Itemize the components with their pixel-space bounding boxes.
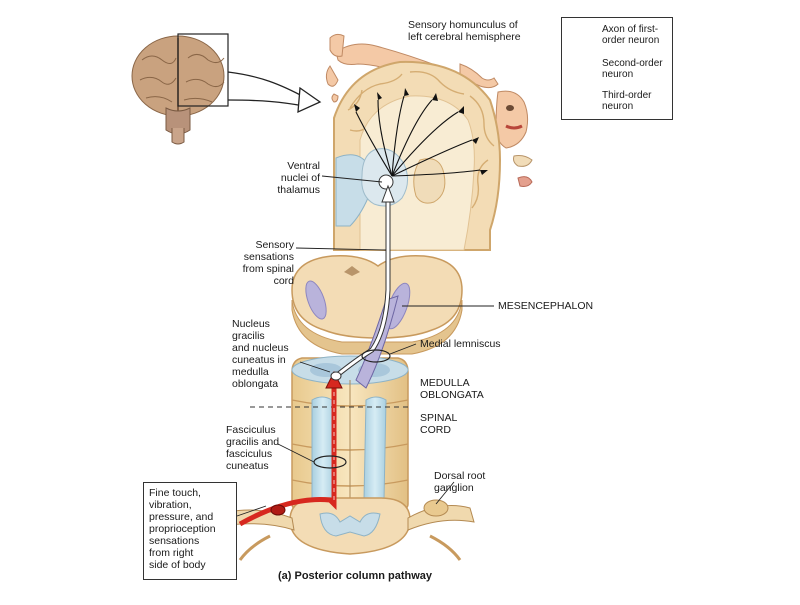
legend-item-third: Third-order neuron [598,90,651,112]
leader-lines [236,175,494,517]
legend: Axon of first- order neuron Second-order… [561,17,673,120]
figure-caption: (a) Posterior column pathway [278,570,433,582]
medial-lemniscus-label: Medial lemniscus [420,338,501,350]
medulla-oblongata-label: MEDULLA OBLONGATA [420,377,484,401]
legend-label-second: Second-order neuron [602,58,663,80]
legend-item-second: Second-order neuron [598,58,663,80]
first-order-axon [238,370,343,527]
cerebral-section [333,60,502,251]
dorsal-root-label: Dorsal root ganglion [434,470,486,494]
nucleus-gracilis-label: Nucleus gracilis and nucleus cuneatus in… [232,318,289,390]
legend-label-third: Third-order neuron [602,90,652,112]
mesencephalon-section [291,254,463,355]
homunculus-label: Sensory homunculus of left cerebral hemi… [408,19,521,43]
ventral-nuclei-label: Ventral nuclei of thalamus [277,160,320,196]
spinal-segment [221,497,475,561]
brain-overview [131,33,229,145]
pointer-arrow [227,71,307,99]
legend-item-first: Axon of first- order neuron [598,24,659,46]
legend-label-first: Axon of first- order neuron [602,24,660,46]
fasciculus-label: Fasciculus gracilis and fasciculus cunea… [226,424,280,472]
sensory-sensations-label: Sensory sensations from spinal cord [242,239,294,287]
medial-lemniscus-ring [361,349,391,363]
fine-touch-text: Fine touch, vibration, pressure, and pro… [149,487,216,571]
fine-touch-box: Fine touch, vibration, pressure, and pro… [143,482,237,580]
spinal-cord-label: SPINAL CORD [420,412,458,436]
mesencephalon-label: MESENCEPHALON [498,300,594,312]
